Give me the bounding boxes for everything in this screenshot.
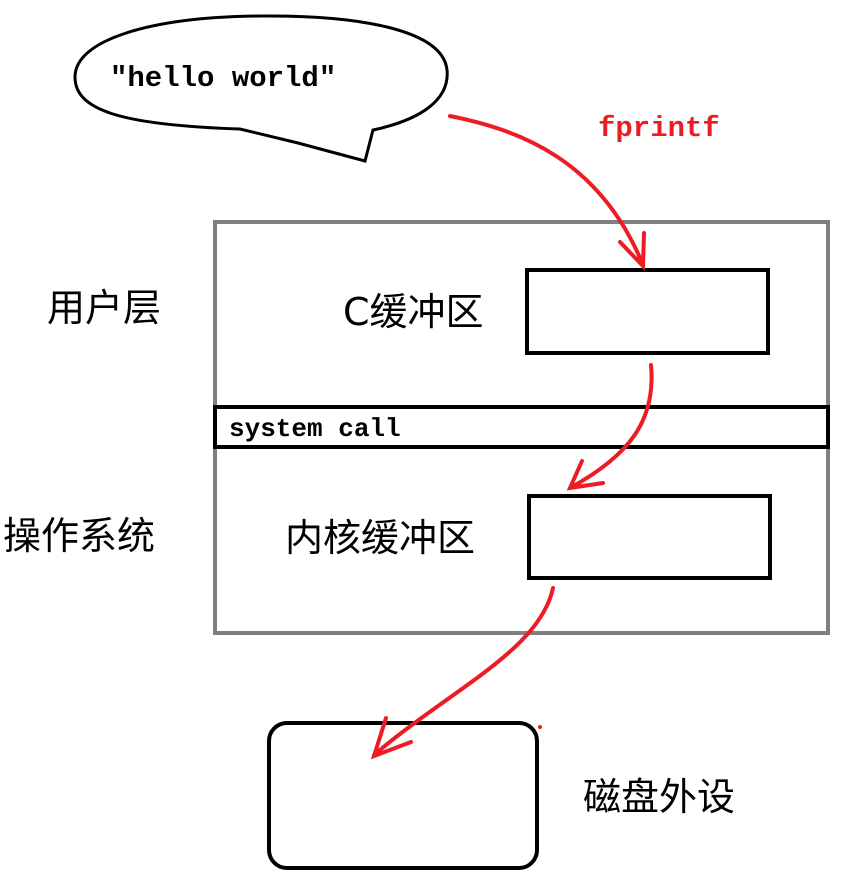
kernel-buffer-box [527,494,772,580]
disk-device-box [267,721,539,870]
c-buffer-label: C缓冲区 [343,290,484,334]
disk-device-label: 磁盘外设 [583,775,735,819]
os-layer-label: 操作系统 [3,514,155,558]
user-layer-label: 用户层 [47,286,161,330]
system-call-band [213,405,830,449]
arrow-to-disk [370,586,555,760]
fprintf-label: fprintf [598,112,720,145]
arrow-fprintf-line [448,114,645,267]
system-call-label: system call [229,414,401,444]
kernel-buffer-label: 内核缓冲区 [285,516,475,560]
arrow-to-kernel-head [566,459,605,491]
arrow-to-kernel [566,363,654,491]
arrow-to-kernel-line [568,363,654,490]
speech-bubble-text: "hello world" [110,62,336,95]
stray-dot [538,725,542,729]
arrow-to-disk-head [370,716,413,760]
arrow-fprintf [448,114,646,271]
c-buffer-box [525,268,770,355]
arrow-fprintf-head [618,231,646,271]
speech-bubble [73,14,449,163]
arrow-to-disk-line [372,586,555,757]
